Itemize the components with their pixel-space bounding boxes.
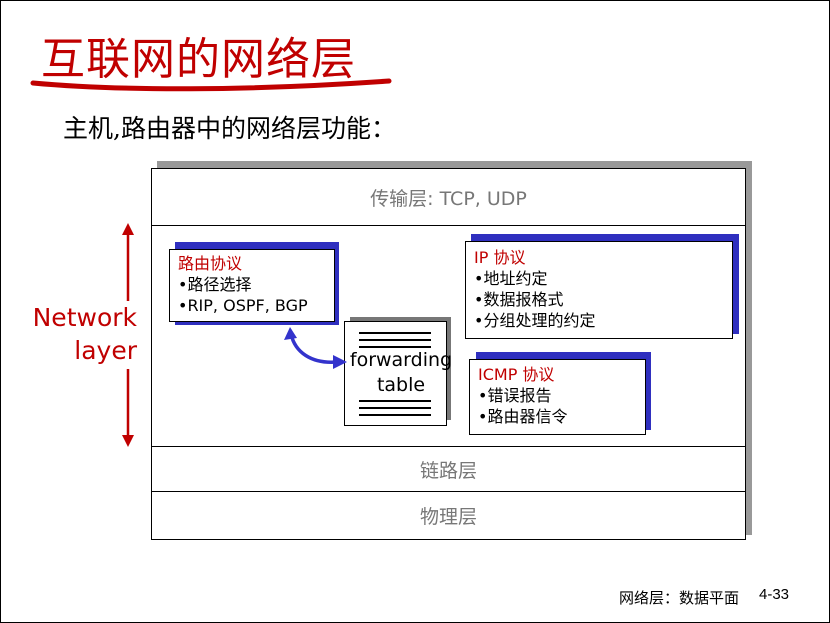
transport-layer: 传输层: TCP, UDP bbox=[152, 169, 745, 226]
table-line bbox=[359, 332, 431, 334]
ip-box-heading: IP 协议 bbox=[474, 248, 526, 267]
physical-layer: 物理层 bbox=[152, 492, 745, 539]
table-line bbox=[359, 339, 431, 341]
ip-box-item: •分组处理的约定 bbox=[474, 311, 596, 330]
routing-to-table-arrow bbox=[284, 327, 347, 369]
slide-subtitle: 主机,路由器中的网络层功能： bbox=[63, 114, 396, 143]
network-layer-region bbox=[152, 226, 745, 447]
protocol-stack: 传输层: TCP, UDP 链路层 物理层 bbox=[151, 168, 746, 540]
forwarding-table-label: forwarding table bbox=[346, 348, 456, 398]
routing-box-heading: 路由协议 bbox=[178, 254, 243, 273]
icmp-box-item: •错误报告 bbox=[478, 386, 552, 405]
transport-layer-label: 传输层: TCP, UDP bbox=[370, 187, 527, 210]
routing-box-item: •路径选择 bbox=[178, 275, 252, 294]
title-underline bbox=[30, 78, 392, 92]
icmp-box-item: •路由器信令 bbox=[478, 407, 568, 426]
icmp-protocol-box: ICMP 协议 •错误报告 •路由器信令 bbox=[469, 359, 646, 435]
forwarding-table bbox=[344, 321, 447, 426]
network-layer-down-arrow bbox=[122, 369, 134, 447]
forwarding-label-line2: table bbox=[376, 374, 426, 396]
table-line bbox=[359, 400, 431, 402]
link-layer-label: 链路层 bbox=[419, 459, 477, 482]
physical-layer-label: 物理层 bbox=[419, 506, 477, 528]
table-line bbox=[359, 407, 431, 409]
ip-box-item: •地址约定 bbox=[474, 269, 548, 288]
table-line bbox=[359, 346, 431, 348]
page-number: 4-33 bbox=[759, 586, 790, 603]
table-line bbox=[359, 414, 431, 416]
network-layer-label: Network layer bbox=[19, 301, 137, 367]
link-layer: 链路层 bbox=[152, 447, 745, 492]
routing-box-item: •RIP, OSPF, BGP bbox=[178, 296, 308, 315]
routing-protocol-box: 路由协议 •路径选择 •RIP, OSPF, BGP bbox=[169, 249, 335, 322]
ip-protocol-box: IP 协议 •地址约定 •数据报格式 •分组处理的约定 bbox=[465, 241, 733, 339]
network-layer-up-arrow bbox=[122, 223, 134, 301]
slide-title: 互联网的网络层 bbox=[41, 34, 356, 85]
forwarding-label-line1: forwarding bbox=[349, 349, 453, 371]
ip-box-item: •数据报格式 bbox=[474, 290, 564, 309]
network-label-line1: Network bbox=[32, 303, 137, 332]
footer-text: 网络层：数据平面 bbox=[619, 589, 740, 607]
network-label-line2: layer bbox=[74, 336, 137, 365]
icmp-box-heading: ICMP 协议 bbox=[478, 365, 555, 384]
